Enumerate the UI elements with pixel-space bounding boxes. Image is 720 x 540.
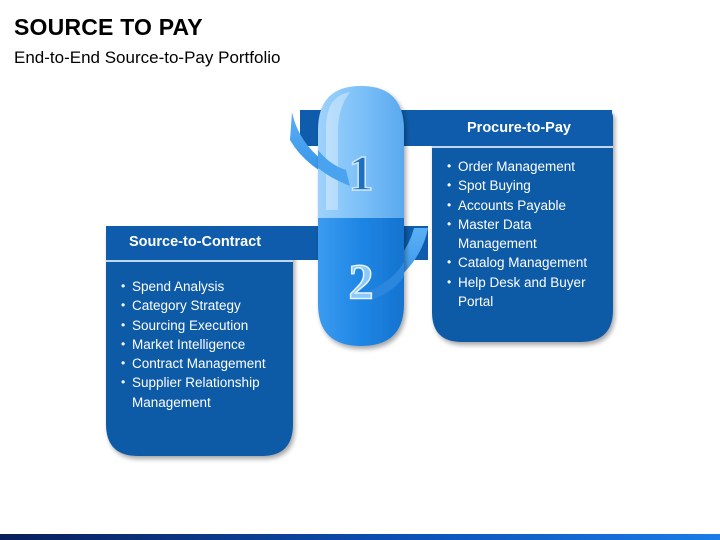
capsule [318, 86, 404, 346]
procure-to-pay-heading: Procure-to-Pay [467, 120, 571, 136]
page-title: SOURCE TO PAY [14, 14, 203, 40]
list-item: Spend Analysis [121, 277, 296, 297]
list-item: Sourcing Execution [121, 316, 296, 336]
list-item: Accounts Payable [447, 196, 607, 216]
step-number-1: 1 [349, 145, 374, 201]
list-item: Master Data Management [447, 215, 607, 254]
procure-to-pay-list: Order Management Spot Buying Accounts Pa… [447, 157, 607, 311]
list-item: Contract Management [121, 354, 296, 374]
step-number-2: 2 [349, 253, 374, 309]
ribbon-top-front [318, 150, 350, 186]
list-item: Market Intelligence [121, 335, 296, 355]
list-item: Spot Buying [447, 176, 607, 196]
list-item: Help Desk and Buyer Portal [447, 273, 607, 312]
footer-bar [0, 534, 720, 540]
ribbon-bottom-front [366, 262, 404, 300]
source-to-contract-list: Spend Analysis Category Strategy Sourcin… [121, 277, 296, 412]
list-item: Supplier Relationship Management [121, 373, 296, 412]
list-item: Order Management [447, 157, 607, 177]
list-item: Catalog Management [447, 253, 607, 273]
source-to-contract-heading: Source-to-Contract [129, 234, 262, 250]
list-item: Category Strategy [121, 296, 296, 316]
page-subtitle: End-to-End Source-to-Pay Portfolio [14, 48, 281, 67]
